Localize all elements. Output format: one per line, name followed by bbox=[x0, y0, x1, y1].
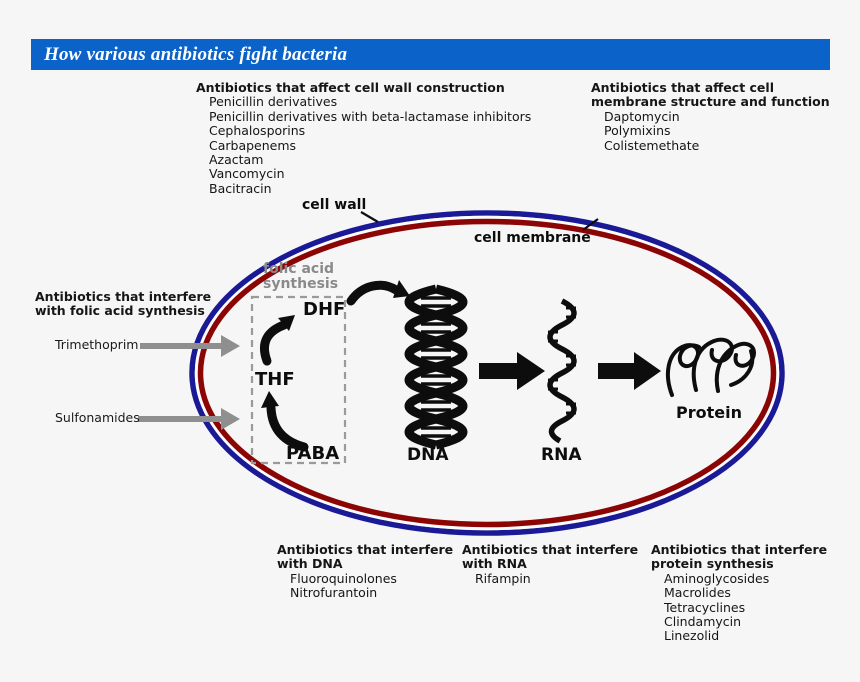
annotation-cell-wall-header: Antibiotics that affect cell wall constr… bbox=[196, 80, 505, 95]
rna-label: RNA bbox=[541, 445, 582, 465]
annotation-folic-acid: Antibiotics that interfere with folic ac… bbox=[35, 289, 225, 319]
dhf-label: DHF bbox=[303, 299, 346, 320]
paba-to-thf-arrow bbox=[261, 391, 309, 452]
list-item: Macrolides bbox=[664, 585, 731, 601]
inhibitor-sulfonamides: Sulfonamides bbox=[55, 410, 140, 425]
thf-to-dhf-arrow bbox=[259, 315, 295, 366]
rna-to-protein-arrow bbox=[598, 352, 661, 390]
protein-label: Protein bbox=[676, 403, 742, 422]
trimethoprim-arrow bbox=[140, 335, 240, 357]
cell-membrane-ring bbox=[197, 218, 777, 528]
annotation-dna-header: Antibiotics that interfere with DNA bbox=[277, 542, 454, 572]
list-item: Vancomycin bbox=[209, 166, 285, 182]
list-item: Linezolid bbox=[664, 628, 720, 644]
cell-ring-gap bbox=[194, 215, 780, 531]
annotation-dna: Antibiotics that interfere with DNA Fluo… bbox=[277, 542, 457, 601]
dna-label: DNA bbox=[407, 445, 449, 465]
annotation-protein-header: Antibiotics that interfere protein synth… bbox=[651, 542, 828, 572]
protein-ribbon-art bbox=[665, 337, 756, 397]
dna-helix-art bbox=[404, 284, 468, 450]
list-item: Aminoglycosides bbox=[664, 570, 770, 586]
list-item: Clindamycin bbox=[664, 614, 742, 630]
list-item: Daptomycin bbox=[604, 108, 680, 124]
dna-to-rna-arrow bbox=[479, 352, 545, 390]
paba-label: PABA bbox=[286, 443, 340, 464]
dhf-to-dna-arrow bbox=[346, 280, 410, 306]
list-item: Nitrofurantoin bbox=[290, 585, 378, 601]
list-item: Penicillin derivatives bbox=[209, 94, 338, 110]
cell-wall-pointer-line bbox=[360, 211, 379, 223]
list-item: Carbapenems bbox=[209, 137, 297, 153]
folic-acid-synthesis-box bbox=[250, 295, 347, 465]
title-bar: How various antibiotics fight bacteria bbox=[31, 39, 830, 70]
annotation-cell-membrane: Antibiotics that affect cell membrane st… bbox=[591, 80, 836, 153]
folic-acid-synthesis-label: folic acid synthesis bbox=[263, 261, 339, 292]
list-item: Colistemethate bbox=[604, 137, 700, 153]
list-item: Tetracyclines bbox=[664, 599, 746, 615]
list-item: Rifampin bbox=[475, 570, 531, 586]
annotation-folic-acid-header: Antibiotics that interfere with folic ac… bbox=[35, 289, 212, 319]
annotation-protein: Antibiotics that interfere protein synth… bbox=[651, 542, 841, 644]
annotation-cell-wall: Antibiotics that affect cell wall constr… bbox=[196, 80, 532, 196]
cell-wall-ring bbox=[189, 210, 785, 536]
sulfonamides-arrow bbox=[138, 408, 240, 430]
inhibitor-trimethoprim: Trimethoprim bbox=[55, 337, 139, 352]
page-title: How various antibiotics fight bacteria bbox=[44, 43, 348, 65]
list-item: Penicillin derivatives with beta-lactama… bbox=[209, 108, 532, 124]
list-item: Bacitracin bbox=[209, 180, 272, 196]
rna-strand-art bbox=[547, 298, 577, 444]
cell-membrane-pointer-line bbox=[582, 218, 599, 231]
list-item: Cephalosporins bbox=[209, 123, 306, 139]
list-item: Polymixins bbox=[604, 123, 671, 139]
annotation-rna: Antibiotics that interfere with RNA Rifa… bbox=[462, 542, 642, 586]
annotation-cell-membrane-header: Antibiotics that affect cell membrane st… bbox=[591, 80, 830, 110]
cell-membrane-label: cell membrane bbox=[474, 230, 591, 246]
list-item: Azactam bbox=[209, 152, 264, 168]
cell-wall-label: cell wall bbox=[302, 197, 367, 213]
thf-label: THF bbox=[255, 369, 295, 390]
annotation-rna-header: Antibiotics that interfere with RNA bbox=[462, 542, 639, 572]
list-item: Fluoroquinolones bbox=[290, 570, 397, 586]
